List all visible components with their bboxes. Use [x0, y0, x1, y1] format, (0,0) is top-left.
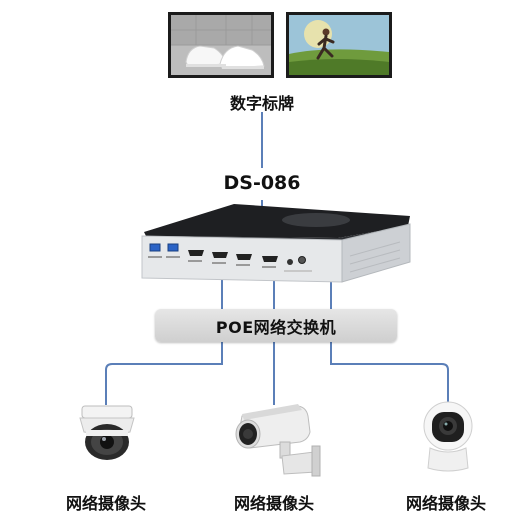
camera-label-left: 网络摄像头 [65, 494, 146, 513]
camera-label-middle: 网络摄像头 [233, 494, 314, 513]
poe-switch-label: POE网络交换机 [215, 317, 337, 337]
dome-camera-icon [79, 405, 135, 460]
signage-screen-shoes [168, 12, 274, 78]
hdmi-port-2 [212, 252, 228, 258]
hdmi-port-1 [188, 250, 204, 256]
vent-grille [282, 213, 350, 227]
usb-port-1 [149, 243, 161, 252]
signage-screen-runner [286, 12, 392, 78]
mini-pc-device [141, 204, 411, 283]
power-button [298, 256, 306, 264]
poe-switch: POE网络交换机 [155, 309, 397, 342]
usb-port-2 [167, 243, 179, 252]
line-switch-to-camera-right [330, 342, 449, 402]
audio-jack [287, 259, 293, 265]
line-switch-to-camera-left [105, 342, 223, 405]
bullet-camera-icon [235, 404, 321, 477]
camera-label-right: 网络摄像头 [405, 494, 486, 513]
ptz-camera-icon [423, 401, 473, 472]
hdmi-port-4 [262, 256, 278, 262]
hdmi-port-3 [236, 254, 252, 260]
device-model-label: DS-086 [223, 172, 301, 194]
signage-screens [168, 12, 392, 78]
signage-label: 数字标牌 [229, 94, 294, 113]
